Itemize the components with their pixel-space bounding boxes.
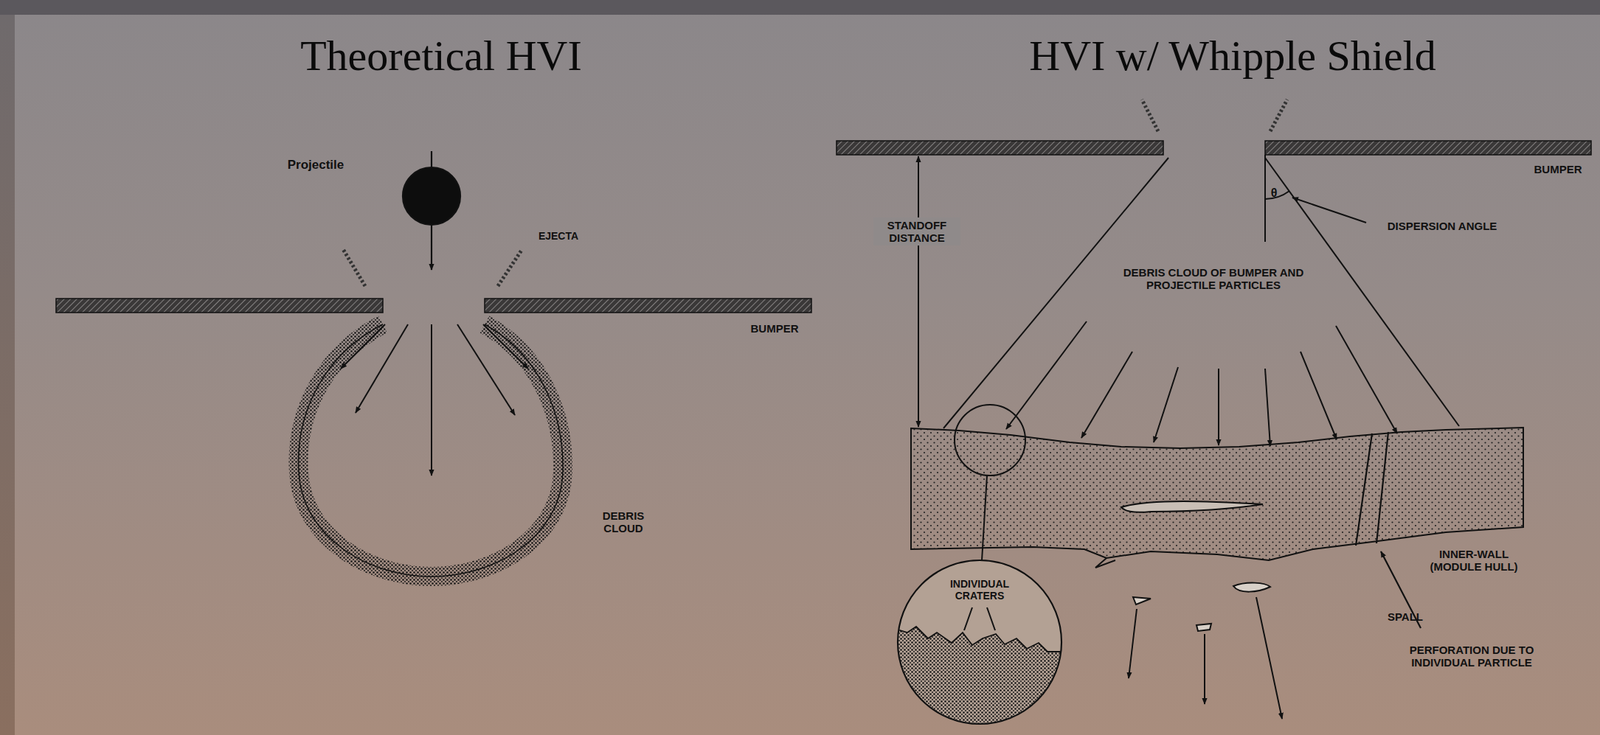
drawing-part (340, 324, 386, 369)
drawing-part (1141, 99, 1159, 132)
drawing-part (943, 157, 1169, 429)
part-label: BUMPER (1533, 163, 1582, 176)
drawing-part (1355, 433, 1373, 546)
drawing-part (1265, 191, 1290, 200)
drawing-part (1095, 558, 1116, 569)
panel-title: HVI w/ Whipple Shield (1029, 31, 1436, 82)
drawing-part (1081, 351, 1133, 439)
drawing-part (1217, 368, 1220, 446)
drawing-part (1196, 624, 1212, 632)
panel-title: Theoretical HVI (300, 31, 583, 82)
dimension-label: STANDOFF DISTANCE (873, 217, 961, 247)
part-label: Projectile (287, 157, 345, 173)
drawing-part (298, 324, 563, 577)
drawing-part (484, 298, 812, 313)
drawing-part (911, 427, 1524, 561)
drawing-part (1256, 597, 1283, 720)
drawing-part (1270, 99, 1288, 132)
drawing-part (964, 607, 996, 631)
drawing-part (457, 324, 515, 416)
drawing-part (343, 249, 366, 287)
drawing-part (981, 475, 987, 561)
drawing-part (1153, 367, 1179, 443)
drawing-part (343, 249, 523, 287)
drawing-part (964, 607, 973, 631)
drawing-part (1233, 583, 1271, 593)
drawing-part (1265, 368, 1271, 447)
part-label: DEBRIS CLOUD OF BUMPER AND PROJECTILE PA… (1091, 266, 1336, 293)
drawing-part (1128, 609, 1137, 679)
drawing-part (430, 324, 433, 476)
part-label: EJECTA (538, 230, 579, 242)
drawing-part (402, 151, 461, 270)
drawing-part (430, 151, 433, 169)
drawing-part (298, 324, 563, 577)
drawing-part (483, 324, 529, 369)
drawing-part (1006, 321, 1087, 430)
drawing-part (892, 627, 1070, 731)
drawing-part (1133, 597, 1151, 605)
drawing-part (1292, 197, 1367, 223)
drawing-part (986, 607, 996, 631)
angle-symbol: θ (1271, 186, 1278, 200)
drawing-part (836, 140, 1164, 155)
drawing-part (1006, 321, 1398, 447)
drawing-part (1265, 157, 1460, 427)
drawing-part (1355, 432, 1421, 629)
drawing-part (1335, 326, 1398, 434)
part-label: INDIVIDUAL CRATERS (931, 578, 1028, 602)
part-label: DEBRIS CLOUD (586, 509, 661, 536)
part-label: INNER-WALL (MODULE HULL) (1425, 548, 1522, 574)
drawing-part (355, 324, 408, 414)
drawing-part (1203, 634, 1206, 705)
part-label: PERFORATION DUE TO INDIVIDUAL PARTICLE (1383, 643, 1561, 670)
part-label: DISPERSION ANGLE (1387, 219, 1498, 233)
drawing-part (1376, 432, 1389, 544)
drawing-part (917, 156, 920, 428)
drawing-part (56, 298, 383, 313)
drawing-part (1128, 597, 1283, 720)
drawing-part (1141, 99, 1288, 132)
drawing-part (1121, 501, 1263, 513)
drawing-part (1265, 140, 1592, 155)
drawing-part (1300, 351, 1337, 440)
drawing-part (1133, 583, 1271, 632)
part-label: SPALL (1387, 610, 1423, 624)
drawing-part (497, 249, 523, 287)
drawing-part (430, 224, 433, 270)
drawing-part (340, 324, 529, 476)
top-band (0, 0, 1600, 15)
part-label: BUMPER (750, 322, 799, 335)
drawing-part (402, 167, 461, 225)
drawing-part (954, 404, 1026, 476)
drawing-part (918, 154, 1460, 429)
left-band (0, 14, 15, 735)
